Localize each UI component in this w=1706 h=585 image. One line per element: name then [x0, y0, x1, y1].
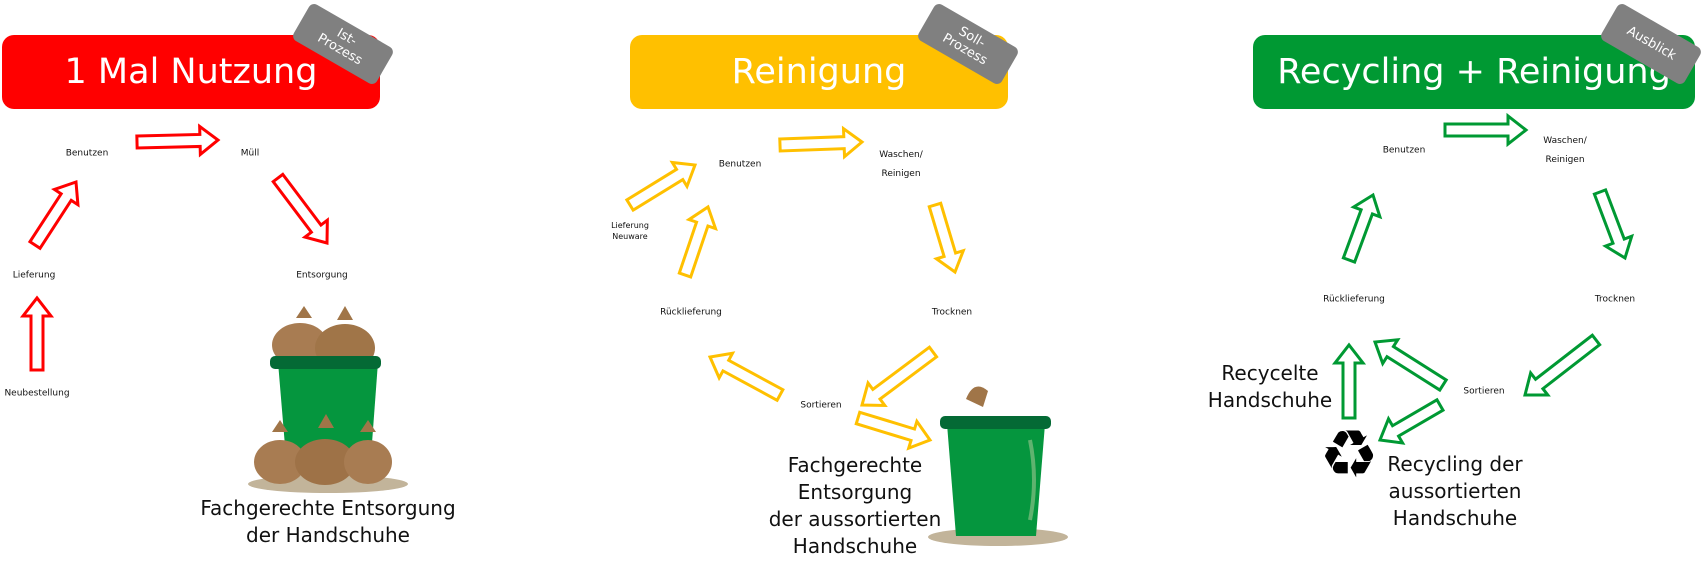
- flow-arrow-icon: [854, 410, 933, 451]
- caption-line: Entsorgung: [797, 480, 913, 504]
- panel-title-text: Recycling + Reinigung: [1277, 52, 1671, 92]
- trash-bin-with-bags-icon: [248, 306, 408, 493]
- caption-line: Fachgerechte: [787, 453, 923, 477]
- step-lieferung: Lieferung: [12, 270, 56, 281]
- step-waschen-reinigen: Waschen/ Reinigen: [1543, 132, 1586, 170]
- step-trocknen: Trocknen: [931, 307, 973, 318]
- flow-arrow-icon: [19, 295, 55, 372]
- step-waschen-reinigen: Waschen/ Reinigen: [879, 146, 922, 184]
- step-label-line: Lieferung: [611, 221, 649, 230]
- flow-arrow-icon: [1592, 187, 1635, 261]
- step-ruecklieferung: Rücklieferung: [660, 307, 722, 318]
- step-label-line: Reinigen: [1545, 155, 1585, 165]
- step-neubestellung: Neubestellung: [4, 388, 70, 399]
- step-label-line: Reinigen: [881, 169, 921, 179]
- flow-arrow-icon: [1377, 397, 1446, 445]
- caption-recycled-gloves: Recycelte Handschuhe: [1208, 360, 1332, 414]
- flow-arrow-icon: [860, 345, 939, 408]
- step-trocknen: Trocknen: [1594, 294, 1636, 305]
- caption-line: aussortierten: [1388, 479, 1522, 503]
- step-ruecklieferung: Rücklieferung: [1323, 294, 1385, 305]
- caption-disposal: Fachgerechte Entsorgung der Handschuhe: [200, 495, 455, 549]
- step-benutzen: Benutzen: [718, 159, 762, 170]
- caption-line: der Handschuhe: [245, 523, 410, 547]
- step-label-line: Waschen/: [879, 150, 923, 160]
- flow-arrow-icon: [135, 123, 221, 158]
- caption-line: Recycelte: [1221, 361, 1319, 385]
- caption-line: Recycling der: [1387, 452, 1523, 476]
- step-muell: Müll: [240, 148, 260, 159]
- flow-arrow-icon: [271, 172, 329, 245]
- step-benutzen: Benutzen: [1382, 145, 1426, 156]
- flow-arrow-icon: [1331, 342, 1367, 420]
- flow-arrow-icon: [1443, 112, 1529, 148]
- flow-arrow-icon: [1523, 333, 1602, 397]
- step-benutzen: Benutzen: [65, 148, 109, 159]
- flow-arrow-icon: [1341, 192, 1383, 265]
- caption-line: Fachgerechte Entsorgung: [200, 496, 456, 520]
- step-sortieren: Sortieren: [800, 400, 842, 411]
- step-lieferung-neuware: Lieferung Neuware: [611, 220, 649, 242]
- panel-title-text: 1 Mal Nutzung: [64, 52, 318, 92]
- caption-line: der aussortierten: [768, 507, 942, 531]
- step-label-line: Neuware: [612, 232, 648, 241]
- step-label-line: Waschen/: [1543, 136, 1587, 146]
- flow-arrow-icon: [927, 201, 966, 275]
- caption-line: Handschuhe: [1207, 388, 1333, 412]
- caption-recycling-sorted: Recycling der aussortierten Handschuhe: [1387, 451, 1522, 532]
- recycle-icon: ♻: [1319, 416, 1379, 493]
- flow-arrow-icon: [27, 179, 80, 251]
- trash-bin-icon: [928, 386, 1068, 546]
- caption-line: Handschuhe: [792, 534, 918, 558]
- flow-arrow-icon: [677, 204, 718, 279]
- step-sortieren: Sortieren: [1463, 386, 1505, 397]
- flow-arrow-icon: [624, 160, 698, 213]
- flow-arrow-icon: [778, 125, 865, 160]
- step-entsorgung: Entsorgung: [296, 270, 348, 281]
- caption-disposal-sorted: Fachgerechte Entsorgung der aussortierte…: [769, 452, 942, 560]
- caption-line: Handschuhe: [1392, 506, 1518, 530]
- flow-arrow-icon: [1372, 337, 1449, 393]
- panel-title-text: Reinigung: [731, 52, 907, 92]
- flow-arrow-icon: [707, 351, 785, 403]
